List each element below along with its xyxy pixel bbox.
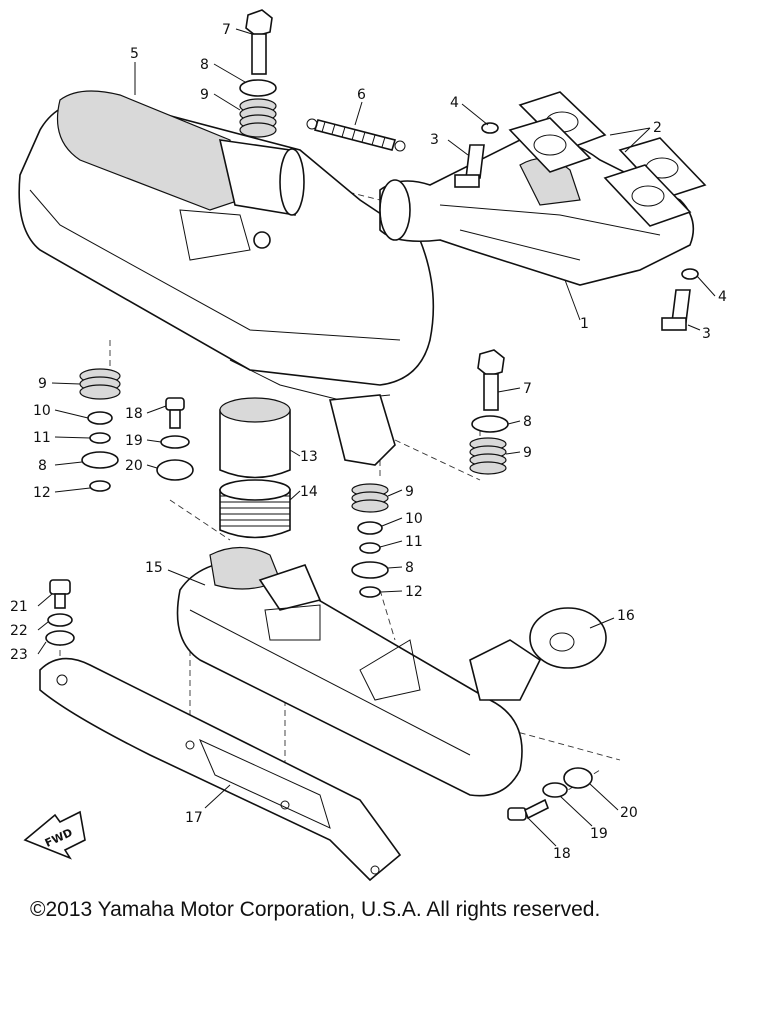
copyright-notice: ©2013 Yamaha Motor Corporation, U.S.A. A… (30, 898, 601, 921)
label-10a: 10 (33, 403, 51, 419)
label-23: 23 (10, 647, 28, 663)
label-8b: 8 (38, 458, 47, 474)
stay-bracket-part-17 (39, 657, 402, 882)
collar-part-10-left (87, 411, 113, 425)
label-20b: 20 (620, 805, 638, 821)
rubber-damper-part-9-mid (351, 483, 389, 513)
label-9d: 9 (523, 445, 532, 461)
label-4a: 4 (450, 95, 459, 111)
rubber-damper-part-9-right (469, 437, 507, 475)
grommet-part-20-left (156, 459, 194, 481)
part-labels: 7 8 9 5 6 4 3 2 4 3 1 9 10 11 8 12 18 19… (10, 22, 727, 862)
label-4b: 4 (718, 289, 727, 305)
label-1: 1 (580, 316, 589, 332)
label-8a: 8 (200, 57, 209, 73)
bolt-part-3-upper (454, 144, 485, 188)
forward-arrow-icon: FWD (23, 810, 86, 860)
leader-lines (37, 28, 716, 847)
label-8c: 8 (405, 560, 414, 576)
label-11a: 11 (33, 430, 51, 446)
label-17: 17 (185, 810, 203, 826)
washer-part-8-right (471, 415, 509, 433)
bolt-part-18-right (507, 798, 550, 821)
washer-part-22 (47, 613, 73, 627)
label-9c: 9 (405, 484, 414, 500)
label-8d: 8 (523, 414, 532, 430)
muffler-part-15 (176, 546, 542, 797)
label-19a: 19 (125, 433, 143, 449)
washer-part-4-upper (481, 122, 499, 134)
chamber-bracket (328, 394, 396, 466)
washer-part-19-left (160, 435, 190, 449)
bolt-part-3-lower (661, 289, 691, 331)
nut-part-12-mid (359, 586, 381, 598)
label-3b: 3 (702, 326, 711, 342)
nut-part-12-left (89, 480, 111, 492)
label-7a: 7 (222, 22, 231, 38)
label-18a: 18 (125, 406, 143, 422)
bolt-part-21 (49, 579, 71, 609)
label-11b: 11 (405, 534, 423, 550)
washer-part-11-mid (359, 542, 381, 554)
label-5: 5 (130, 46, 139, 62)
label-22: 22 (10, 623, 28, 639)
expansion-chamber-part-5 (18, 90, 435, 401)
rubber-damper-part-9-left (79, 368, 121, 400)
bolt-part-7-right (477, 349, 505, 411)
label-7b: 7 (523, 381, 532, 397)
washer-part-8-mid (351, 561, 389, 579)
label-10b: 10 (405, 511, 423, 527)
label-19b: 19 (590, 826, 608, 842)
label-12b: 12 (405, 584, 423, 600)
packing-part-13 (219, 397, 291, 479)
washer-part-19-right (542, 782, 568, 798)
washer-part-8-top (239, 79, 277, 97)
washer-part-11-left (89, 432, 111, 444)
label-9b: 9 (38, 376, 47, 392)
label-20a: 20 (125, 458, 143, 474)
end-cap-part-16 (529, 607, 607, 669)
label-9a: 9 (200, 87, 209, 103)
grommet-part-20-right (563, 767, 593, 789)
spring-part-6 (306, 118, 406, 152)
label-3a: 3 (430, 132, 439, 148)
washer-part-8-left (81, 451, 119, 469)
washer-part-23 (45, 630, 75, 646)
rubber-damper-part-9-top (239, 98, 277, 138)
bolt-part-7-top (245, 9, 273, 75)
label-18b: 18 (553, 846, 571, 862)
label-13: 13 (300, 449, 318, 465)
washer-part-4-lower (681, 268, 699, 280)
label-14: 14 (300, 484, 318, 500)
label-12a: 12 (33, 485, 51, 501)
label-15: 15 (145, 560, 163, 576)
label-16: 16 (617, 608, 635, 624)
label-21: 21 (10, 599, 28, 615)
exhaust-exploded-diagram: FWD (10, 9, 727, 882)
gasket-part-14 (219, 479, 291, 539)
collar-part-10-mid (357, 521, 383, 535)
label-6: 6 (357, 87, 366, 103)
gasket-part-2 (508, 91, 707, 227)
bolt-part-18-left (165, 397, 185, 429)
label-2: 2 (653, 120, 662, 136)
